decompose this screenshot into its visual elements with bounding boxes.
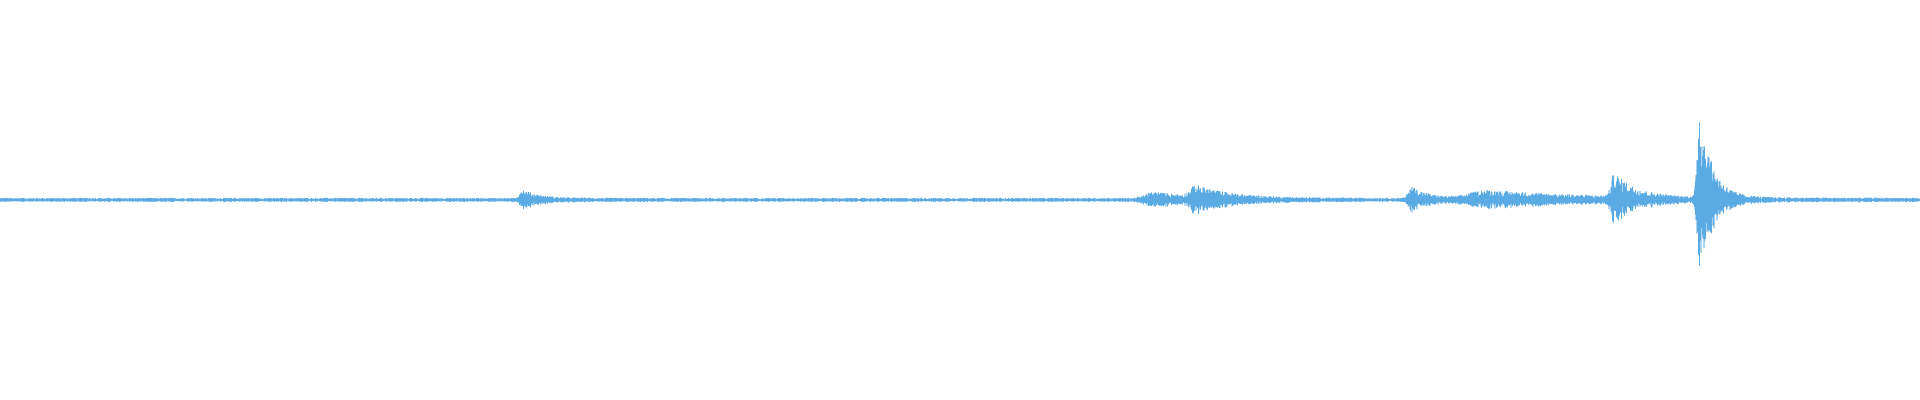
waveform-trace xyxy=(0,122,1920,266)
